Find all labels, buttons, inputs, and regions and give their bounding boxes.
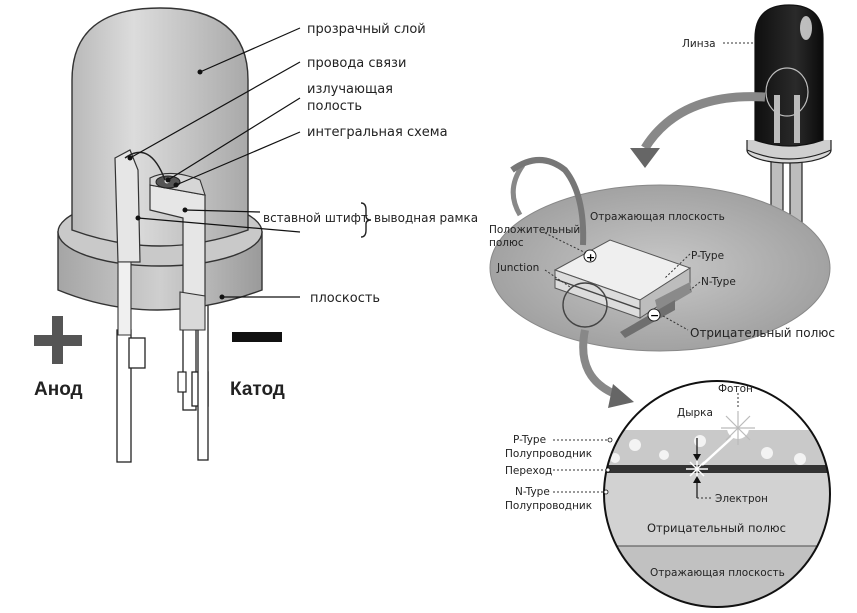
label-p-type-top: P-Type — [691, 250, 724, 262]
chip-minus-sign: − — [650, 309, 659, 322]
label-integrated-circuit: интегральная схема — [307, 125, 448, 140]
lens-highlight — [765, 67, 809, 117]
label-hole: Дырка — [677, 407, 713, 419]
label-photon: Фотон — [718, 383, 753, 395]
label-p-type-zoom: P-Type — [513, 434, 546, 446]
anode-post — [114, 149, 141, 263]
label-cathode: Катод — [230, 379, 285, 400]
led-cutaway — [34, 7, 372, 463]
label-junction-zoom: Переход — [505, 465, 552, 477]
label-negative-pole-zoom: Отрицательный полюс — [647, 521, 786, 535]
label-junction: Junction — [496, 262, 539, 274]
label-n-type-top: N-Type — [701, 276, 736, 288]
led-legs — [116, 299, 209, 463]
chip-assembly: + − — [489, 157, 831, 352]
label-p-semiconductor: Полупроводник — [505, 448, 592, 460]
label-positive-pole-1: Положительный — [489, 224, 580, 236]
label-reflective-plane-zoom: Отражающая плоскость — [650, 567, 785, 579]
label-bond-wires: провода связи — [307, 56, 406, 71]
label-n-type-zoom: N-Type — [515, 486, 550, 498]
label-transparent-layer: прозрачный слой — [307, 22, 426, 37]
chip-plus-sign: + — [586, 251, 595, 264]
label-flat: плоскость — [310, 291, 380, 306]
junction-zoom — [603, 380, 831, 608]
bond-wire — [124, 151, 166, 181]
label-negative-pole-top: Отрицательный полюс — [690, 326, 835, 340]
zoom-source-circle — [562, 282, 608, 328]
label-lead-frame: выводная рамка — [374, 211, 478, 225]
label-positive-pole-2: полюс — [489, 237, 524, 249]
label-emitting-cavity-1: излучающая — [307, 82, 393, 97]
label-n-semiconductor: Полупроводник — [505, 500, 592, 512]
label-anode: Анод — [34, 379, 83, 400]
label-emitting-cavity-2: полость — [307, 99, 362, 114]
label-reflective-plane-top: Отражающая плоскость — [590, 211, 725, 223]
label-lens: Линза — [682, 38, 716, 50]
minus-sign-icon — [232, 332, 282, 342]
label-insert-pin: вставной штифт — [263, 211, 368, 225]
label-electron: Электрон — [715, 493, 768, 505]
